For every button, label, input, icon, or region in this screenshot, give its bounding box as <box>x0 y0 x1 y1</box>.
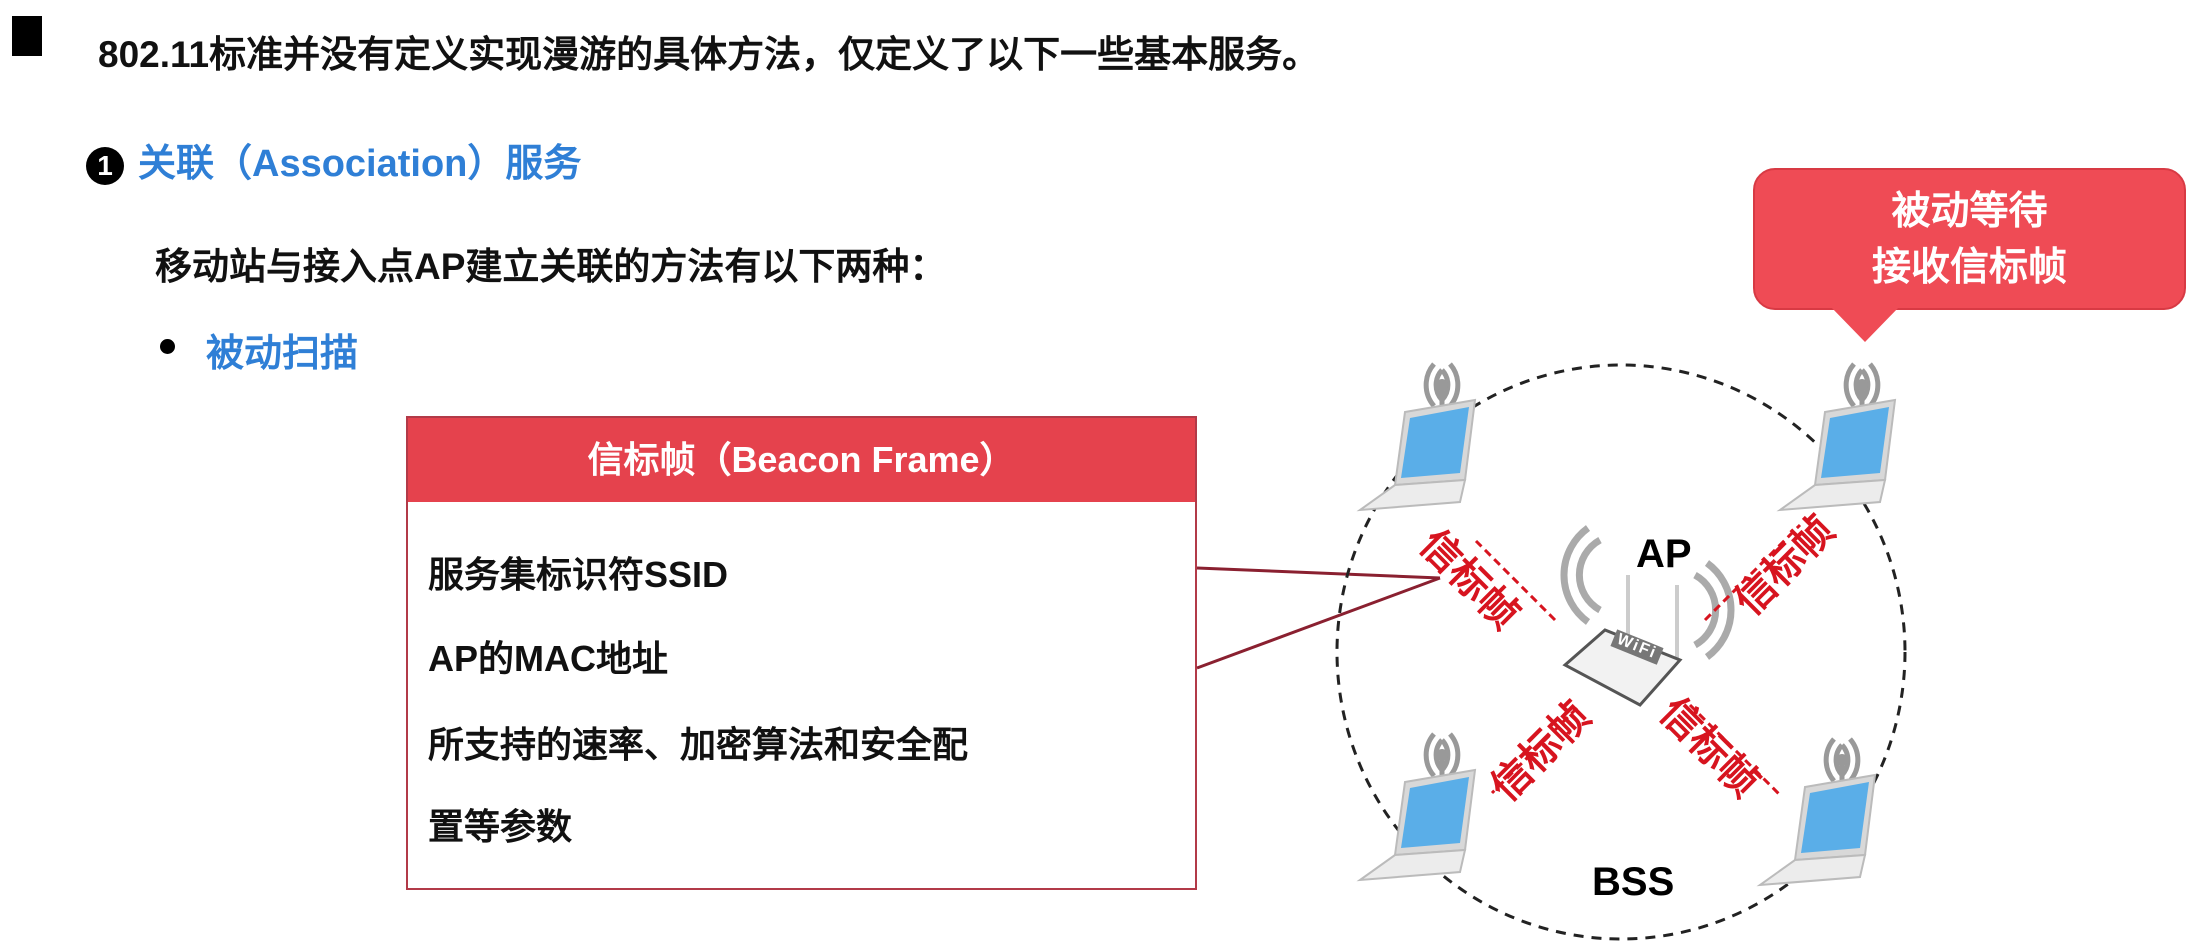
section-title: 关联（Association）服务 <box>138 143 582 185</box>
callout-line2: 接收信标帧 <box>1871 246 2067 289</box>
callout-line1: 被动等待 <box>1891 190 2048 233</box>
beacon-frame-header: 信标帧（Beacon Frame） <box>408 418 1195 502</box>
beacon-arrows <box>1474 523 1802 797</box>
bullet-dot <box>160 339 175 354</box>
callout-line <box>1196 576 1441 670</box>
beacon-item-rates: 所支持的速率、加密算法和安全配 <box>428 724 969 765</box>
subtitle-text: 移动站与接入点AP建立关联的方法有以下两种： <box>155 246 947 287</box>
laptop-icon <box>1780 364 1895 510</box>
bss-label: BSS <box>1592 860 1675 904</box>
callout-bubble: 被动等待 接收信标帧 <box>1753 168 2186 310</box>
ap-label: AP <box>1636 532 1692 576</box>
bullet-passive-scan: 被动扫描 <box>206 333 359 375</box>
beacon-item-ssid: 服务集标识符SSID <box>428 554 729 595</box>
laptop-icon <box>1760 739 1875 885</box>
callout-line <box>1196 566 1441 580</box>
section-number-badge: 1 <box>86 146 124 185</box>
bss-boundary <box>1335 363 1907 941</box>
beacon-item-params: 置等参数 <box>428 806 573 847</box>
callout-pointer <box>1830 306 1900 342</box>
beacon-frame-box: 信标帧（Beacon Frame） 服务集标识符SSID AP的MAC地址 所支… <box>406 416 1197 890</box>
page-heading: 802.11标准并没有定义实现漫游的具体方法，仅定义了以下一些基本服务。 <box>98 34 1320 75</box>
heading-marker <box>12 16 42 56</box>
laptop-icon <box>1360 734 1475 880</box>
laptop-icon <box>1360 364 1475 510</box>
section-association: 1 关联（Association）服务 <box>86 132 581 187</box>
beacon-item-mac: AP的MAC地址 <box>428 638 668 679</box>
